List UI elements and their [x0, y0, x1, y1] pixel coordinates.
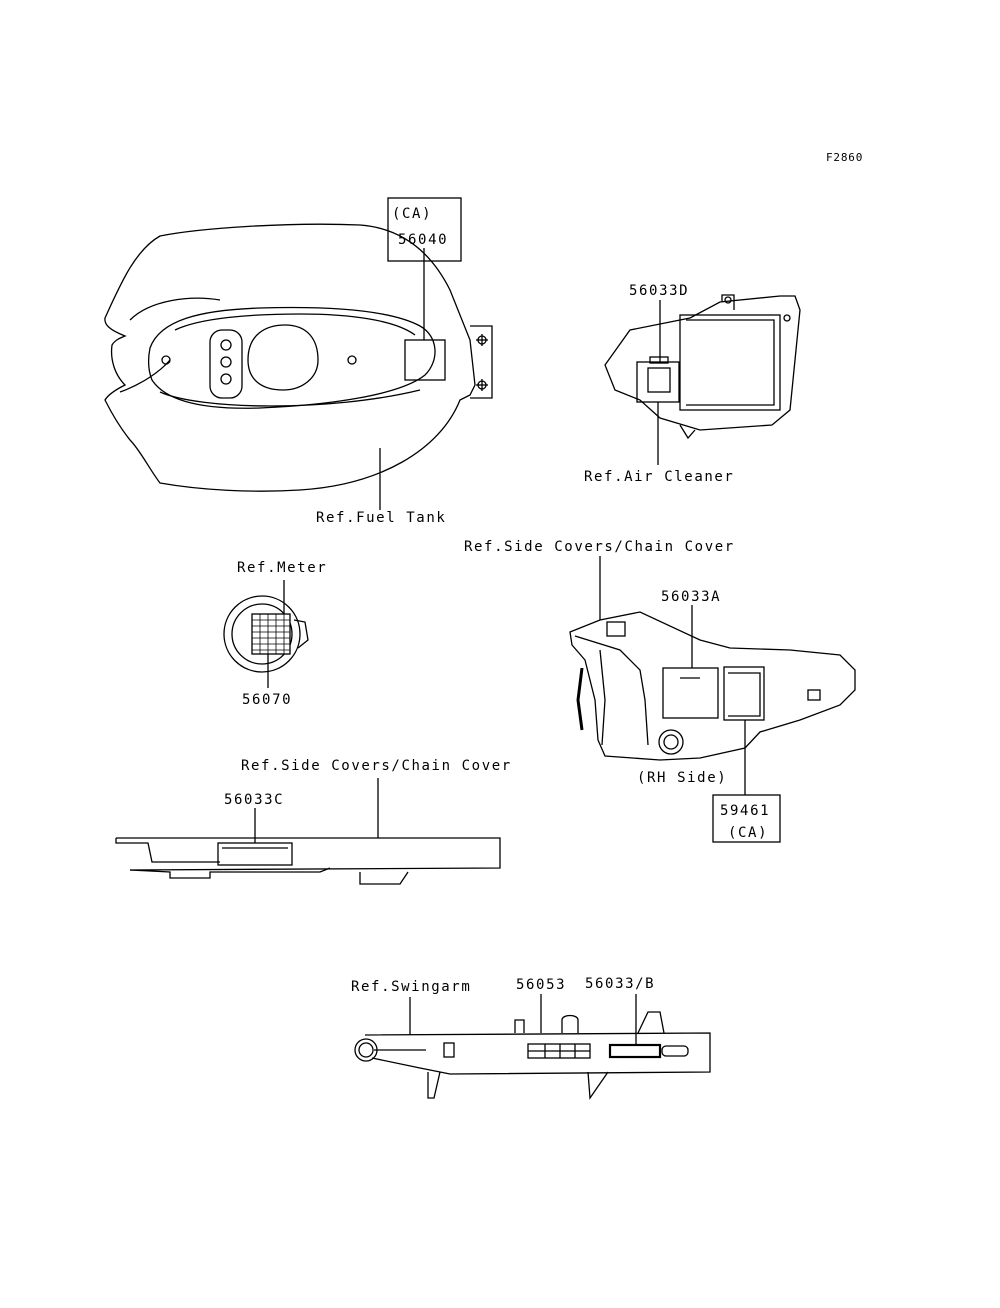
- fuel-tank-ref-label: Ref.Fuel Tank: [316, 510, 447, 526]
- swingarm-part1-number: 56053: [516, 977, 567, 993]
- side-cover-part-number: 56033A: [661, 589, 722, 605]
- swingarm-drawing: [354, 994, 711, 1100]
- side-cover-part2-region: (CA): [728, 825, 769, 841]
- fuel-tank-drawing: [104, 197, 493, 510]
- fuel-tank-region-label: (CA): [392, 206, 433, 222]
- chain-cover-ref-label: Ref.Side Covers/Chain Cover: [241, 758, 512, 774]
- swingarm-ref-label: Ref.Swingarm: [351, 979, 472, 995]
- meter-drawing: [223, 580, 309, 688]
- chain-cover-part-number: 56033C: [224, 792, 285, 808]
- side-cover-ref-label: Ref.Side Covers/Chain Cover: [464, 539, 735, 555]
- chain-cover-drawing: [115, 778, 501, 885]
- swingarm-part2-number: 56033/B: [585, 976, 656, 992]
- fuel-tank-part-number: 56040: [398, 232, 449, 248]
- meter-ref-label: Ref.Meter: [237, 560, 328, 576]
- air-cleaner-part-number: 56033D: [629, 283, 690, 299]
- meter-part-number: 56070: [242, 692, 293, 708]
- side-cover-drawing: [569, 556, 856, 843]
- side-cover-side-label: (RH Side): [637, 770, 728, 786]
- figure-id: F2860: [826, 151, 864, 164]
- air-cleaner-drawing: [604, 294, 801, 465]
- side-cover-part2-number: 59461: [720, 803, 771, 819]
- air-cleaner-ref-label: Ref.Air Cleaner: [584, 469, 735, 485]
